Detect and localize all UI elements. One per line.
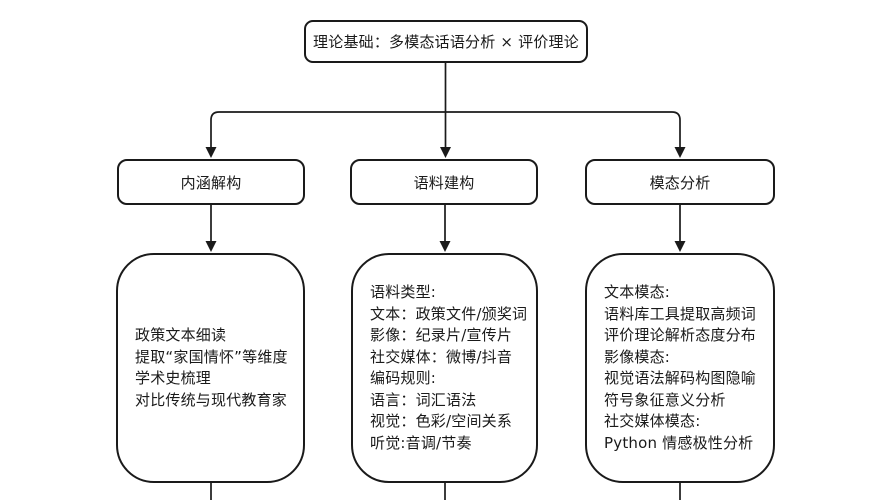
detail-line: 提取“家国情怀”等维度 xyxy=(135,347,288,366)
detail-line: 符号象征意义分析 xyxy=(604,390,726,409)
arrowhead-icon xyxy=(440,147,451,158)
node-corpus-construction: 语料建构 xyxy=(350,159,538,205)
detail-line: 文本：政策文件/颁奖词 xyxy=(370,304,528,323)
detail-line: 学术史梳理 xyxy=(135,369,212,387)
detail-line: 影像模态: xyxy=(604,347,671,366)
arrowhead-icon xyxy=(674,241,686,252)
node-theory-basis-label: 理论基础：多模态话语分析 × 评价理论 xyxy=(313,33,579,51)
arrowhead-icon xyxy=(205,241,217,252)
node-corpus-construction-label: 语料建构 xyxy=(413,173,475,192)
detail-line: 评价理论解析态度分布 xyxy=(604,326,757,344)
detail-line: 语言：词汇语法 xyxy=(370,390,477,409)
detail-line: 编码规则: xyxy=(370,369,437,387)
node-connotation-deconstruction-label: 内涵解构 xyxy=(180,173,242,192)
detail-line: 视觉语法解码构图隐喻 xyxy=(604,369,757,387)
detail-line: 听觉:音调/节奏 xyxy=(370,433,472,452)
node-theory-basis: 理论基础：多模态话语分析 × 评价理论 xyxy=(304,20,588,63)
node-modality-details: 文本模态: 语料库工具提取高频词 评价理论解析态度分布 影像模态: 视觉语法解码… xyxy=(585,253,775,483)
detail-line: Python 情感极性分析 xyxy=(604,433,754,452)
detail-line: 语料库工具提取高频词 xyxy=(604,304,757,323)
detail-line: 对比传统与现代教育家 xyxy=(135,390,288,409)
detail-line: 文本模态: xyxy=(604,283,671,301)
edge-bus-right xyxy=(445,111,681,148)
detail-line: 影像：纪录片/宣传片 xyxy=(370,326,513,344)
node-modality-analysis-label: 模态分析 xyxy=(649,173,711,192)
node-modality-analysis: 模态分析 xyxy=(585,159,775,205)
node-connotation-deconstruction: 内涵解构 xyxy=(117,159,305,205)
edge-bus-left xyxy=(210,111,446,148)
node-corpus-details: 语料类型: 文本：政策文件/颁奖词 影像：纪录片/宣传片 社交媒体：微博/抖音 … xyxy=(351,253,538,483)
detail-line: 政策文本细读 xyxy=(135,326,227,344)
detail-line: 视觉：色彩/空间关系 xyxy=(370,412,513,430)
detail-line: 社交媒体模态: xyxy=(604,412,701,430)
detail-line: 社交媒体：微博/抖音 xyxy=(370,347,513,366)
arrowhead-icon xyxy=(439,241,451,252)
detail-line: 语料类型: xyxy=(370,283,437,301)
arrowhead-icon xyxy=(674,147,686,158)
arrowhead-icon xyxy=(205,147,217,158)
node-connotation-details: 政策文本细读 提取“家国情怀”等维度 学术史梳理 对比传统与现代教育家 xyxy=(116,253,305,483)
